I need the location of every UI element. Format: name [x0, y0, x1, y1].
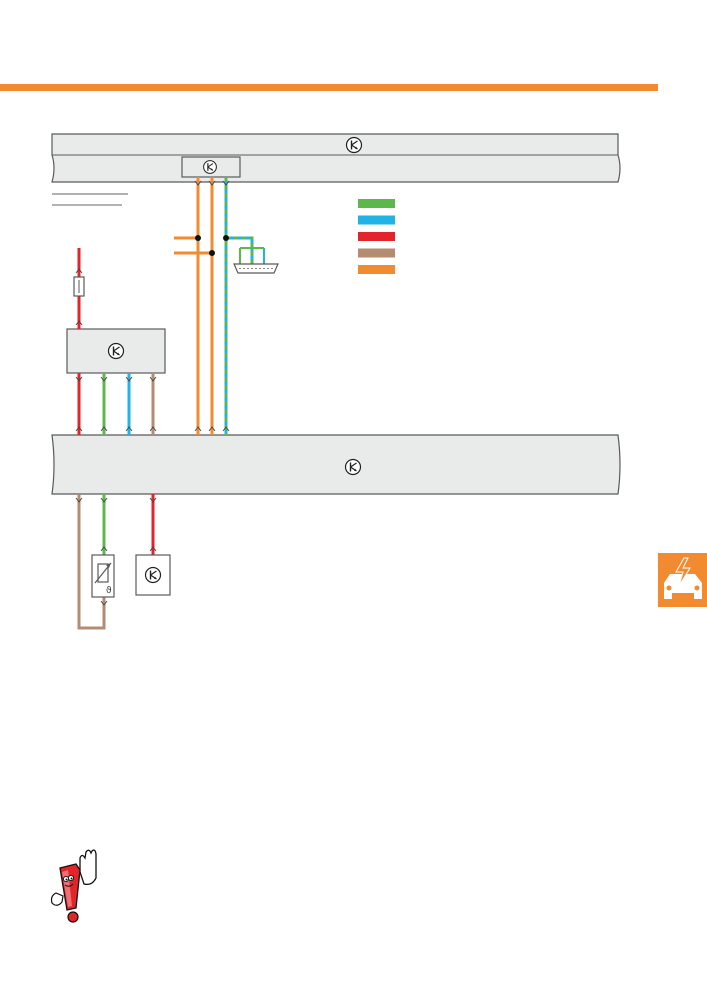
junction-dot — [223, 235, 229, 241]
top-bus — [51, 133, 621, 183]
wires — [75, 177, 265, 630]
legend-swatch-blue — [358, 215, 395, 225]
fuse — [73, 276, 85, 297]
junction-dot — [209, 250, 215, 256]
connector-pin — [100, 546, 108, 552]
connector-pin — [100, 376, 108, 382]
variable-resistor-arrowhead — [106, 563, 111, 568]
junction-dot — [195, 235, 201, 241]
bottom-control-unit-icon — [144, 566, 162, 584]
car-electrical-icon — [664, 557, 702, 599]
connector-pin — [75, 320, 83, 326]
connector-pin — [208, 426, 216, 432]
bottom-brown-loop — [77, 494, 106, 630]
sensor-theta-symbol: ϑ — [106, 586, 112, 596]
connector-pin — [194, 426, 202, 432]
legend-swatch-red — [358, 232, 395, 241]
top-bus-control-unit-icon — [345, 136, 363, 154]
bottom-bus — [51, 434, 621, 495]
legend-swatch-green — [358, 199, 395, 208]
top-bus-body — [51, 133, 621, 183]
connector-pin — [100, 426, 108, 432]
connector-pin — [100, 497, 108, 503]
diag-branch-h-stripe — [226, 236, 254, 264]
connector-pin — [222, 426, 230, 432]
legend-swatch-orange — [358, 265, 395, 274]
warning-mascot-icon — [50, 849, 97, 923]
connector-pin — [149, 426, 157, 432]
connector-pin — [222, 180, 230, 186]
connector-pin — [75, 268, 83, 274]
middle-control-unit — [66, 328, 166, 374]
connector-pin — [125, 376, 133, 382]
header-accent-bar — [0, 84, 658, 91]
bottom-control-unit — [135, 554, 171, 596]
middle-control-unit-icon — [107, 342, 125, 360]
connector-pin — [100, 600, 108, 606]
top-connector-control-unit-icon — [203, 160, 217, 174]
connector-pin — [75, 376, 83, 382]
wire-color-legend — [358, 199, 395, 274]
diagnostic-connector-icon — [233, 263, 279, 274]
bottom-bus-body — [51, 434, 621, 495]
connector-pin — [149, 497, 157, 503]
connector-pin — [208, 180, 216, 186]
top-connector — [181, 156, 241, 178]
connector-pin — [194, 180, 202, 186]
bottom-bus-control-unit-icon — [344, 458, 362, 476]
connector-pin — [75, 497, 83, 503]
connector-pin — [125, 426, 133, 432]
connector-pin — [75, 426, 83, 432]
connector-pin — [149, 376, 157, 382]
legend-swatch-brown — [358, 248, 395, 258]
temperature-sensor: ϑ — [91, 554, 115, 598]
service-tab[interactable] — [658, 553, 707, 607]
connector-pin — [149, 546, 157, 552]
